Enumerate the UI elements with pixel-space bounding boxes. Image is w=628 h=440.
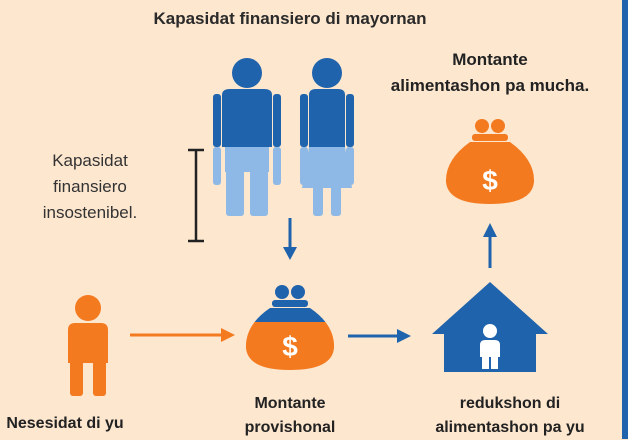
- down-arrow: [283, 218, 297, 260]
- blue-right-arrow: [348, 329, 411, 343]
- up-arrow: [483, 223, 497, 268]
- need-label: Nesesidat di yu: [6, 415, 124, 432]
- svg-text:$: $: [282, 331, 298, 362]
- money-bag-icon: $: [245, 285, 335, 370]
- capacity-bracket: [188, 148, 204, 243]
- child-support-amount-label: Montante alimentashon pa mucha.: [390, 50, 590, 95]
- house-icon: [432, 282, 548, 372]
- svg-text:$: $: [482, 165, 498, 196]
- parent-man-icon: [213, 58, 281, 216]
- provisional-amount-label: Montante provishonal: [244, 395, 336, 436]
- reduction-label: redukshon di alimentashon pa yu: [435, 395, 585, 436]
- right-border: [622, 0, 628, 439]
- parent-woman-icon: [300, 58, 354, 216]
- child-icon: [68, 295, 108, 396]
- orange-arrow: [130, 328, 235, 342]
- insufficient-capacity-label: Kapasidat finansiero insostenibel.: [42, 151, 138, 222]
- money-bag-icon: $: [445, 119, 535, 204]
- diagram-title: Kapasidat finansiero di mayornan: [153, 9, 427, 28]
